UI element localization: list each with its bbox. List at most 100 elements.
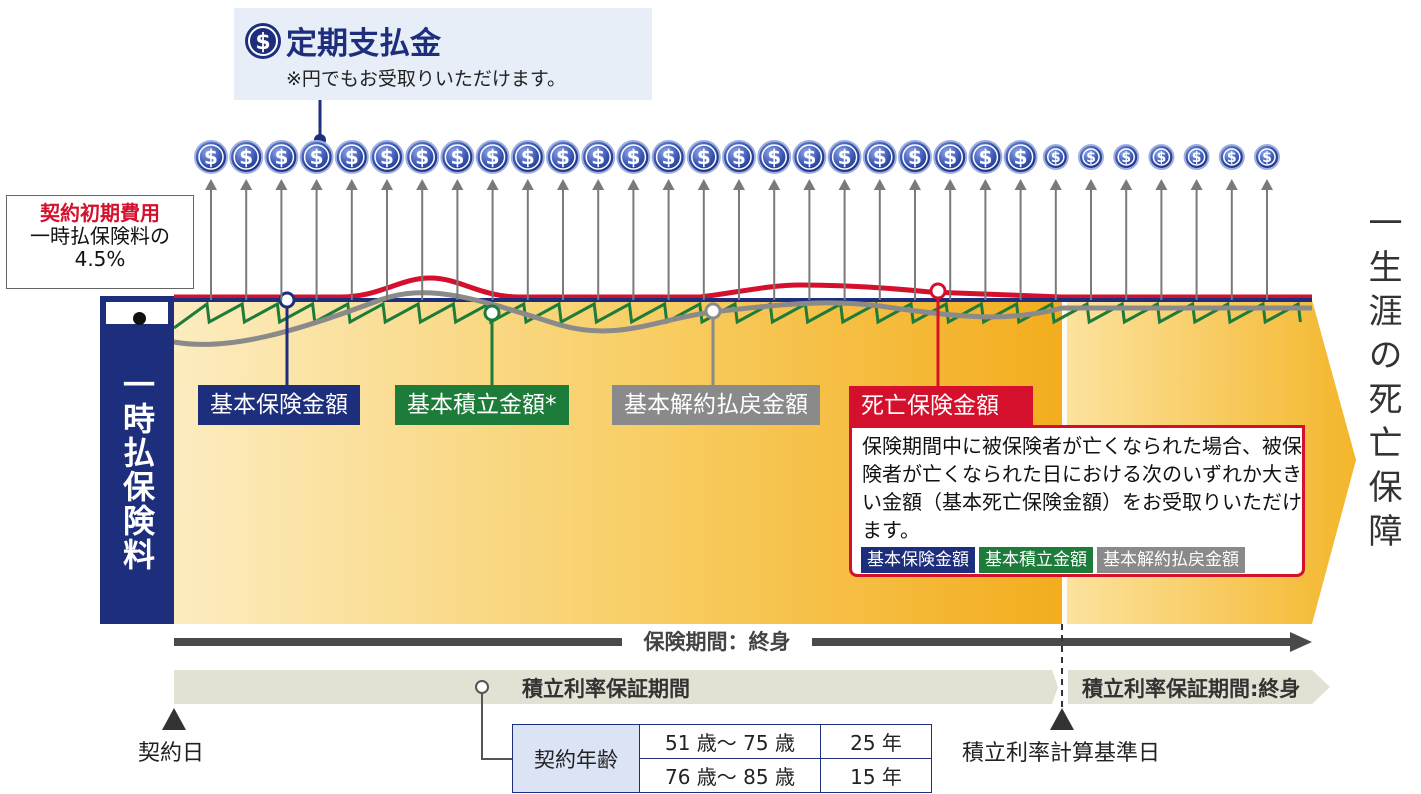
arrow-head (240, 179, 253, 190)
payment-coins: $$$$$$$$$$$$$$$$$$$$$$$$$$$$$$$ (194, 140, 1280, 174)
dollar-coin-icon: $ (334, 140, 369, 174)
basic-insured-label: 基本保険金額 (198, 385, 360, 425)
arrow-head (909, 179, 921, 190)
svg-text:$: $ (1227, 150, 1237, 166)
svg-text:$: $ (1051, 150, 1061, 166)
basic-accumulated-label: 基本積立金額* (395, 385, 569, 425)
svg-text:$: $ (1121, 150, 1131, 166)
dollar-coin-icon: $ (581, 140, 616, 174)
single-premium-label: 一時払保険料 (118, 368, 156, 572)
arrow-head (416, 179, 429, 190)
svg-text:$: $ (556, 145, 570, 169)
age-header: 契約年齢 (512, 724, 640, 793)
arrow-head (838, 179, 851, 190)
dollar-coin-icon: $ (1254, 144, 1280, 170)
arrow-head (1190, 179, 1203, 190)
arrow-head (733, 179, 745, 190)
svg-text:$: $ (486, 145, 500, 169)
fee-dot-icon (133, 312, 146, 325)
fee-line-1: 一時払保険料の (30, 224, 170, 248)
table-row: 契約年齢 51 歳～ 75 歳 25 年 (512, 724, 932, 793)
arrow-head (1225, 179, 1238, 190)
svg-text:$: $ (345, 145, 359, 169)
svg-text:$: $ (521, 145, 535, 169)
arrow-head (662, 179, 675, 190)
death-benefit-label: 死亡保険金額 (849, 386, 1033, 426)
dollar-coin-icon: $ (440, 140, 475, 174)
dollar-coin-icon: $ (757, 140, 792, 174)
dollar-coin-icon: $ (933, 140, 968, 174)
basic-surrender-label: 基本解約払戻金額 (612, 385, 820, 425)
dollar-coin-icon: $ (264, 140, 299, 174)
arrow-head (486, 179, 499, 190)
initial-fee-box: 契約初期費用 一時払保険料の 4.5% (6, 195, 194, 289)
dollar-coin-icon: $ (1148, 144, 1175, 170)
chip-basic-accumulated: 基本積立金額 (979, 547, 1093, 573)
arrow-head (557, 179, 569, 190)
arrow-head (873, 179, 886, 190)
arrow-head (345, 179, 358, 190)
svg-text:$: $ (732, 145, 746, 169)
svg-text:$: $ (767, 145, 781, 169)
arrow-head (944, 179, 957, 190)
dollar-coin-icon: $ (546, 140, 580, 174)
arrow-head (1120, 179, 1133, 190)
table-row: 76 歳～ 85 歳 15 年 (513, 758, 932, 793)
dollar-coin-icon: $ (1183, 144, 1210, 170)
arrow-head (381, 179, 393, 190)
dollar-coin-icon: $ (1042, 144, 1069, 170)
chip-basic-insured: 基本保険金額 (861, 547, 975, 573)
dollar-coin-icon: $ (405, 140, 440, 174)
svg-text:$: $ (662, 145, 676, 169)
age-range-1: 51 歳～ 75 歳 (639, 724, 821, 759)
svg-text:$: $ (978, 145, 992, 169)
dollar-coin-icon: $ (722, 140, 756, 174)
contract-date-label: 契約日 (138, 741, 205, 766)
svg-text:$: $ (380, 145, 394, 169)
arrow-head (275, 179, 288, 190)
lifelong-coverage-label: 一生涯の死亡保障 (1362, 205, 1402, 557)
death-benefit-text: 保険期間中に被保険者が亡くなられた場合、被保険者が亡くなられた日における次のいず… (862, 434, 1302, 542)
arrow-head (979, 179, 992, 190)
dollar-coin-icon: $ (862, 140, 897, 174)
guarantee-years-2: 15 年 (820, 758, 932, 793)
dollar-coin-icon: $ (1218, 144, 1245, 170)
chip-basic-surrender: 基本解約払戻金額 (1097, 547, 1245, 573)
dollar-coin-icon: $ (475, 140, 510, 174)
svg-text:$: $ (450, 145, 464, 169)
dollar-coin-icon: $ (229, 140, 264, 174)
arrow-head (592, 179, 605, 190)
dollar-coin-icon: $ (299, 140, 334, 174)
arrow-head (451, 179, 464, 190)
periodic-payment-callout: $ 定期支払金 ※円でもお受取りいただけます。 (234, 8, 652, 100)
svg-text:$: $ (873, 145, 887, 169)
svg-text:$: $ (697, 145, 711, 169)
dollar-coin-icon: $ (510, 140, 545, 174)
dollar-coin-icon: $ (686, 140, 721, 174)
dollar-coin-icon: $ (194, 140, 228, 174)
dollar-coin-icon: $ (1003, 140, 1038, 174)
arrow-head (310, 179, 323, 190)
guarantee-period-label: 積立利率保証期間 (522, 677, 690, 701)
arrow-head (1014, 179, 1027, 190)
guarantee-years-1: 25 年 (820, 724, 932, 759)
guarantee-band (174, 670, 1058, 704)
dollar-coin-icon: $ (245, 23, 281, 59)
dollar-coin-icon: $ (792, 140, 827, 174)
dollar-coin-icon: $ (370, 140, 404, 174)
dollar-coin-icon: $ (616, 140, 651, 174)
arrow-head (521, 179, 534, 190)
svg-text:$: $ (1157, 150, 1167, 166)
age-range-2: 76 歳～ 85 歳 (639, 758, 821, 793)
dollar-coin-icon: $ (968, 140, 1003, 174)
svg-text:$: $ (274, 145, 288, 169)
arrow-head (1049, 179, 1062, 190)
svg-text:$: $ (626, 145, 640, 169)
dollar-coin-icon: $ (827, 140, 862, 174)
dollar-coin-icon: $ (651, 140, 686, 174)
arrow-head (768, 179, 781, 190)
svg-text:$: $ (908, 145, 922, 169)
svg-text:$: $ (838, 145, 852, 169)
svg-text:$: $ (415, 145, 429, 169)
